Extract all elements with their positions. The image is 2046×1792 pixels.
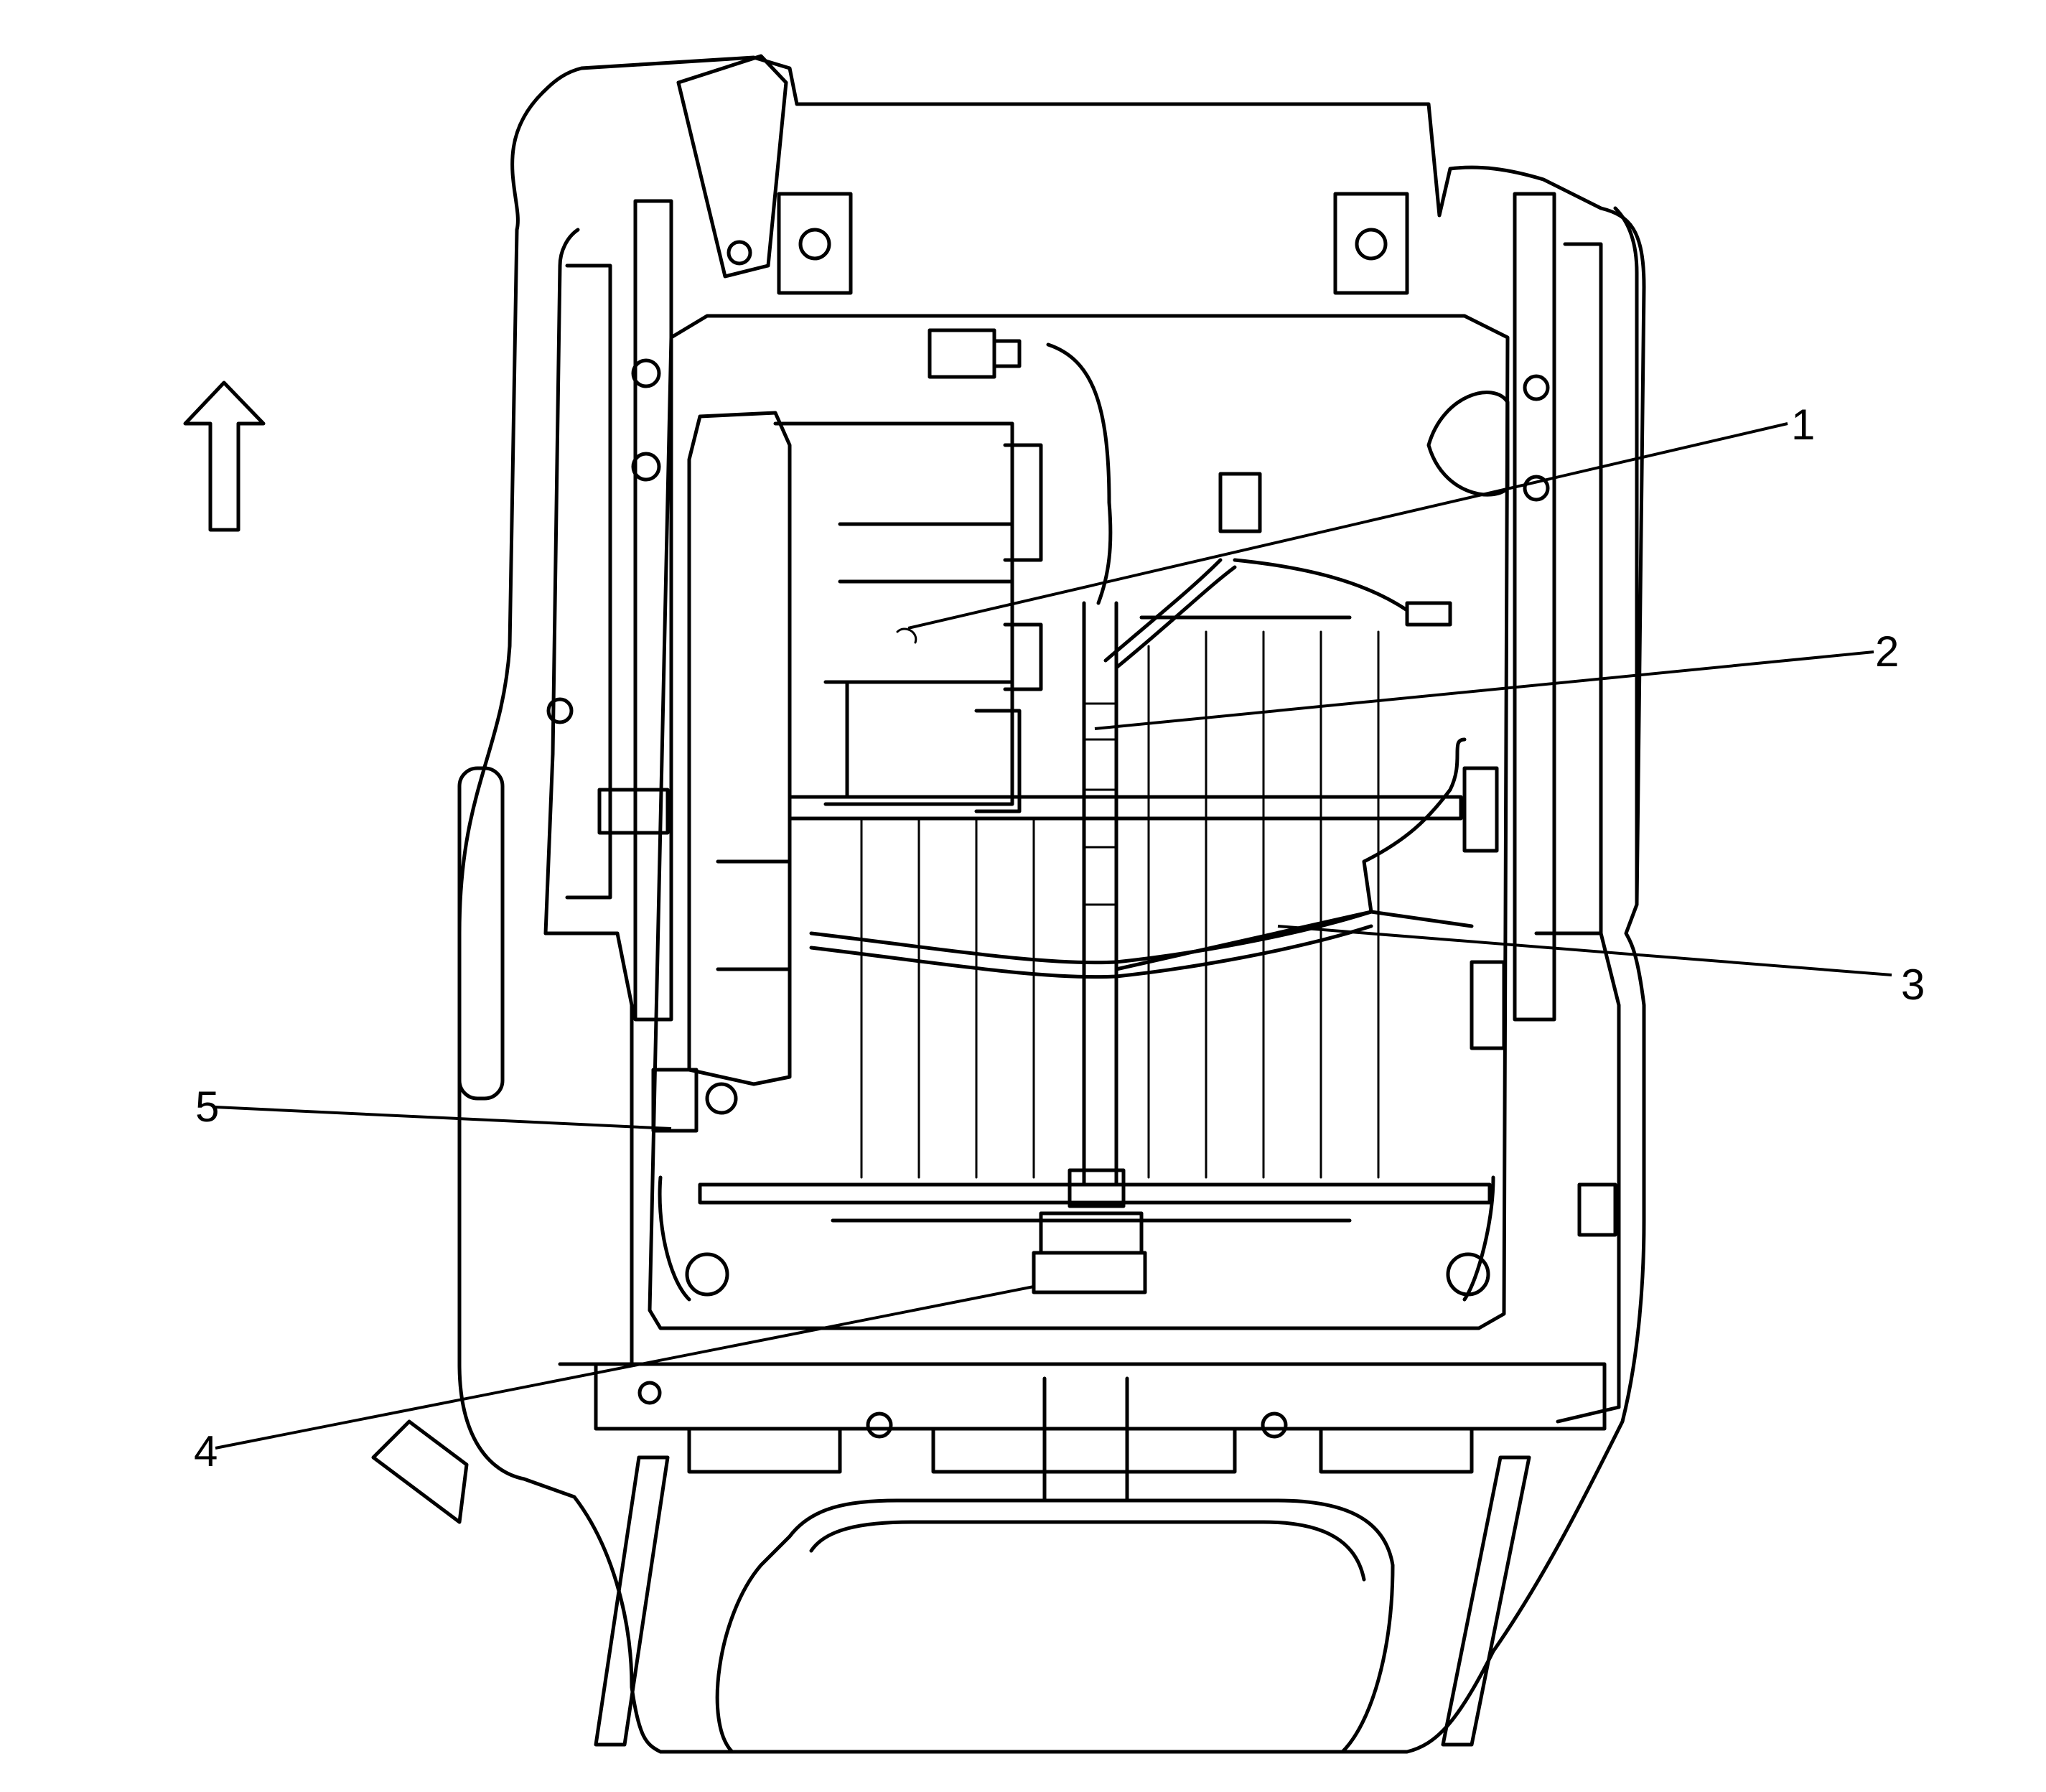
harness-connector-right xyxy=(1405,601,1452,627)
seat-cushion-front-pad xyxy=(715,1498,1395,1754)
callout-leader-4 xyxy=(215,1285,1034,1450)
right-seat-adjuster-track xyxy=(1426,192,1621,1424)
seat-adjuster-motor-assembly xyxy=(687,411,1043,1086)
callout-number-2: 2 xyxy=(1875,627,1899,676)
callout-number-4: 4 xyxy=(194,1427,218,1475)
right-lower-seat-track xyxy=(1441,1455,1531,1747)
seat-harness-main-connector xyxy=(1032,1168,1147,1294)
harness-connector-bottom-right xyxy=(1470,960,1506,1050)
callout-number-5: 5 xyxy=(195,1083,219,1131)
callout-number-1: 1 xyxy=(1791,401,1815,449)
frame-bracket-upper-left xyxy=(777,192,853,295)
seat-front-edge xyxy=(594,1362,1607,1503)
up-arrow-icon xyxy=(183,381,266,532)
harness-connector-center xyxy=(1218,472,1262,533)
left-side-connector xyxy=(651,1068,699,1133)
seat-cushion-outline xyxy=(457,55,1646,1754)
seat-back-hinge-tab xyxy=(676,54,788,279)
frame-bracket-upper-right xyxy=(1333,192,1409,295)
harness-connector-upper xyxy=(928,328,1022,379)
harness-connector-lower-right xyxy=(1462,766,1499,853)
callout-number-3: 3 xyxy=(1901,961,1925,1009)
seat-cross-rods xyxy=(698,615,1492,1223)
callout-leader-5 xyxy=(215,1106,672,1130)
callout-leader-1 xyxy=(907,422,1788,630)
left-lower-seat-track xyxy=(371,1419,670,1747)
left-seat-adjuster-track xyxy=(457,199,673,1366)
callout-leader-3 xyxy=(1277,925,1892,976)
seat-frame-tray xyxy=(648,314,1510,1330)
callout-leader-2 xyxy=(1094,650,1874,730)
seat-wiring-harness xyxy=(1046,342,1474,1187)
frame-holes xyxy=(685,1082,1490,1297)
seat-suspension-slats xyxy=(860,630,1380,1179)
